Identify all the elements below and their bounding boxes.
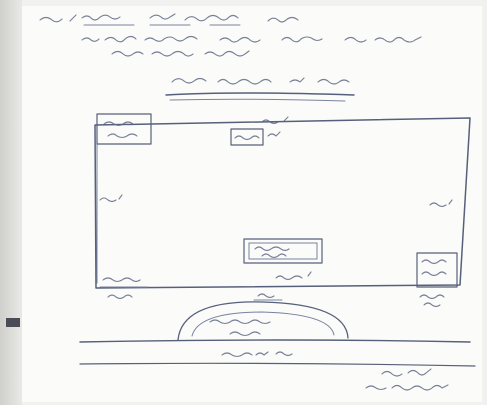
center-building-box [243, 238, 323, 264]
right-dimension-mark [429, 199, 453, 208]
plot-boundary [94, 117, 471, 289]
paper-sheet [22, 6, 482, 402]
bottom-right-building-box [416, 252, 458, 308]
intro-handwriting-line-2 [111, 50, 250, 57]
road-band [79, 339, 476, 367]
intro-handwriting-line-1 [81, 35, 422, 43]
top-dimension-mark [261, 116, 289, 125]
map-heading [165, 77, 355, 102]
top-left-building-box [96, 113, 152, 145]
bottom-center-label [253, 293, 283, 301]
left-dimension-mark [99, 194, 123, 203]
bottom-left-label [99, 277, 149, 300]
bottom-dimension-mark [275, 271, 312, 281]
top-center-building-box [230, 128, 281, 146]
viewer-left-edge [0, 0, 22, 405]
viewer-edge-marker [6, 318, 20, 327]
arc-road-feature [177, 301, 349, 341]
signature-block [365, 368, 449, 391]
title-handwriting [39, 13, 299, 26]
